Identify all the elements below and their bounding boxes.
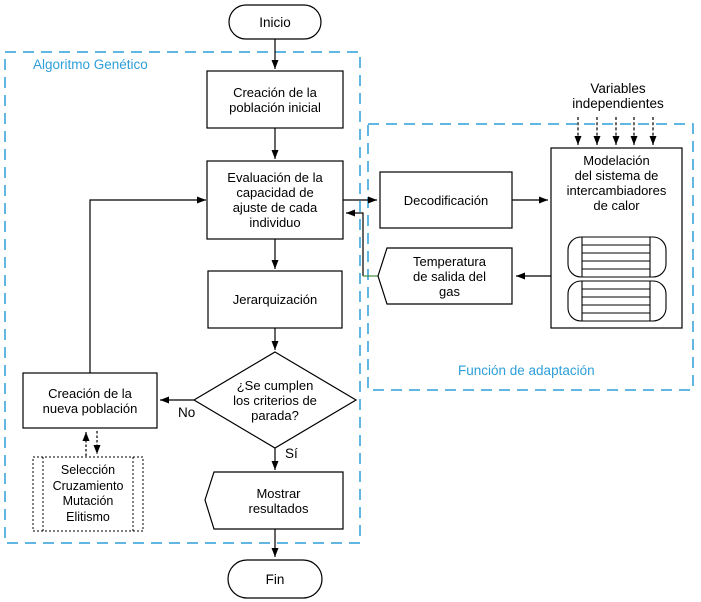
arrow-nueva-to-evaluacion (89, 196, 206, 373)
node-modelacion-intercambiadores: Modelación del sistema de intercambiador… (566, 153, 667, 213)
fin-terminator-shape (227, 559, 323, 599)
group-adaptation-function-label: Función de adaptación (458, 363, 595, 378)
heat-exchanger-icon-2 (567, 280, 667, 322)
decision-diamond-shape (192, 351, 358, 449)
node-operadores-geneticos: Selección Cruzamiento Mutación Elitismo (33, 457, 143, 531)
operador-cruzamiento: Cruzamiento (52, 478, 124, 493)
node-temperatura-salida-gas: Temperatura de salida del gas (413, 253, 486, 299)
arrow-temperatura-to-evaluacion (346, 209, 364, 276)
branch-label-si: Sí (285, 446, 298, 461)
connector-arrows (82, 39, 657, 557)
nueva-poblacion-box-shape (22, 372, 158, 429)
operador-mutacion: Mutación (62, 494, 114, 508)
node-evaluacion-capacidad: Evaluación de la capacidad de ajuste de … (227, 170, 323, 230)
node-creacion-nueva-poblacion: Creación de la nueva población (42, 385, 138, 416)
jerarquizacion-box-shape (207, 270, 343, 329)
operador-seleccion: Selección (60, 463, 116, 477)
node-inicio: Inicio (259, 14, 291, 30)
group-adaptation-function-frame (367, 123, 694, 391)
node-decision-criterios-parada: ¿Se cumplen los criterios de parada? (233, 377, 317, 423)
node-jerarquizacion: Jerarquización (232, 292, 318, 307)
mostrar-display-shape (204, 471, 344, 530)
inicio-terminator-shape (228, 4, 322, 40)
node-fin: Fin (265, 571, 285, 587)
heat-exchanger-icon-1 (567, 236, 667, 278)
operador-elitismo: Elitismo (66, 509, 110, 524)
node-shapes (22, 4, 683, 599)
node-creacion-poblacion-inicial: Creación de la población inicial (229, 84, 321, 115)
group-genetic-algorithm-label: Algoritmo Genético (33, 57, 148, 72)
label-variables-independientes: Variables independientes (572, 81, 664, 111)
temperatura-display-shape (377, 247, 513, 305)
node-decodificacion: Decodificación (403, 192, 489, 208)
evaluacion-box-shape (206, 160, 344, 240)
branch-label-no: No (178, 405, 196, 420)
operadores-dotted-box (32, 456, 144, 532)
group-genetic-algorithm-frame (4, 51, 361, 544)
modelacion-box-shape (550, 147, 683, 329)
decodificacion-box-shape (379, 171, 513, 229)
node-mostrar-resultados: Mostrar resultados (248, 485, 309, 516)
creacion-inicial-box-shape (206, 70, 344, 129)
